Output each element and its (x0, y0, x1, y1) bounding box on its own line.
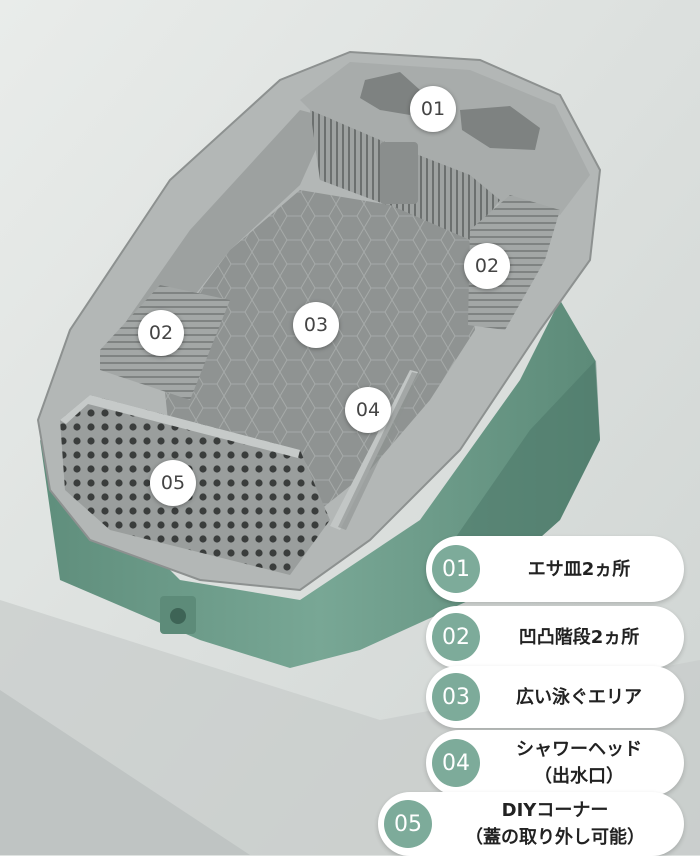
marker-01: 01 (410, 86, 456, 132)
legend-item-01: 01 エサ皿2ヵ所 (426, 536, 684, 602)
legend-text-04: シャワーヘッド（出水口） (516, 739, 642, 787)
legend-item-05: 05 DIYコーナー（蓋の取り外し可能） (378, 792, 684, 856)
legend-num-05: 05 (384, 800, 432, 848)
legend-text-02: 凹凸階段2ヵ所 (518, 626, 640, 648)
marker-04: 04 (345, 387, 391, 433)
step-right (468, 195, 560, 330)
marker-02-left: 02 (138, 310, 184, 356)
legend-item-02: 02 凹凸階段2ヵ所 (426, 606, 684, 668)
table-edge (0, 690, 250, 855)
legend-item-03: 03 広い泳ぐエリア (426, 666, 684, 728)
drain-hole (170, 608, 186, 624)
swim-floor (160, 190, 475, 510)
inner-wall (120, 110, 330, 340)
legend-num-02: 02 (432, 613, 480, 661)
shower-pipe-shadow (338, 372, 420, 530)
filter-block (380, 142, 418, 204)
legend-item-04: 04 シャワーヘッド（出水口） (426, 730, 684, 796)
diy-rim (60, 395, 300, 458)
legend-num-03: 03 (432, 673, 480, 721)
marker-05: 05 (150, 460, 196, 506)
legend-num-01: 01 (432, 545, 480, 593)
feed-dish-2 (460, 106, 540, 150)
legend-text-01: エサ皿2ヵ所 (527, 558, 631, 580)
legend-text-03: 広い泳ぐエリア (516, 686, 642, 708)
legend-num-04: 04 (432, 739, 480, 787)
marker-03: 03 (293, 302, 339, 348)
marker-02-right: 02 (464, 243, 510, 289)
legend-text-05: DIYコーナー（蓋の取り外し可能） (465, 800, 645, 848)
feed-dish-1 (360, 72, 420, 115)
